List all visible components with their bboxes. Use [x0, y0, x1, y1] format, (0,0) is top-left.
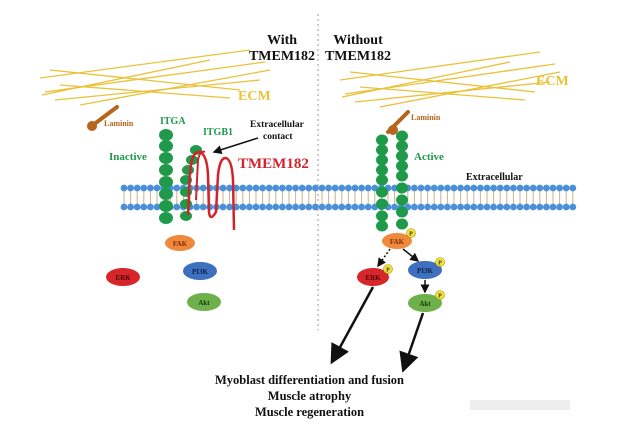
phospho-badge-akt: P — [435, 290, 445, 300]
inactive-label: Inactive — [109, 151, 147, 163]
svg-text:FAK: FAK — [173, 240, 188, 248]
fak-node-left: FAK — [165, 235, 195, 251]
svg-text:ERK: ERK — [115, 274, 131, 282]
itga-left — [159, 129, 173, 224]
svg-text:P: P — [409, 232, 413, 238]
itgb1-label: ITGB1 — [203, 127, 233, 138]
tmem182-label: TMEM182 — [238, 156, 309, 172]
outcome-line-1: Myoblast differentiation and fusion — [214, 373, 405, 387]
extracellular-contact-label-line2: contact — [263, 132, 293, 142]
ecm-label-right: ECM — [536, 74, 569, 89]
itga-right — [376, 134, 388, 232]
akt-node-left: Akt — [187, 293, 221, 311]
laminin-right — [386, 110, 410, 135]
laminin-label-left: Laminin — [104, 119, 134, 128]
erk-to-outcome-arrow — [330, 286, 375, 365]
svg-text:FAK: FAK — [390, 238, 405, 246]
erk-node-right: ERK — [357, 268, 389, 286]
pi3k-node-right: PI3K — [408, 261, 442, 279]
svg-text:PI3K: PI3K — [417, 267, 434, 275]
contact-arrow — [212, 137, 259, 155]
extracellular-contact-label-line1: Extracellular — [250, 120, 305, 130]
left-header-line2: TMEM182 — [249, 49, 315, 64]
tmem182-extra-loop — [195, 150, 206, 201]
svg-text:Akt: Akt — [419, 300, 431, 308]
svg-text:P: P — [438, 294, 442, 300]
fak-node-right: FAK — [382, 233, 412, 249]
svg-text:PI3K: PI3K — [192, 268, 209, 276]
outcome-line-2: Muscle atrophy — [267, 389, 352, 403]
ecm-fibers-left — [39, 49, 271, 106]
laminin-label-right: Laminin — [411, 113, 441, 122]
outcome-line-3: Muscle regeneration — [254, 405, 365, 419]
ecm-label-left: ECM — [238, 89, 271, 104]
extracellular-label: Extracellular — [466, 172, 523, 183]
phospho-badge-pi3k: P — [435, 257, 445, 267]
left-header-line1: With — [267, 33, 297, 48]
active-label: Active — [414, 151, 444, 163]
svg-text:P: P — [386, 268, 390, 274]
watermark-bar — [470, 400, 570, 410]
phospho-badge-erk: P — [383, 264, 393, 274]
svg-text:ERK: ERK — [365, 274, 381, 282]
fak-to-erk-arrow — [377, 248, 391, 268]
ecm-fibers-right — [339, 51, 561, 108]
pi3k-node-left: PI3K — [183, 262, 217, 280]
itga-label: ITGA — [160, 116, 186, 127]
right-header-line2: TMEM182 — [325, 49, 391, 64]
akt-to-outcome-arrow — [399, 312, 425, 373]
fak-to-pi3k-arrow — [402, 248, 420, 262]
right-header-line1: Without — [333, 33, 383, 48]
erk-node-left: ERK — [106, 268, 140, 286]
itgb1-right — [396, 130, 408, 230]
svg-text:Akt: Akt — [198, 299, 210, 307]
laminin-left — [87, 105, 119, 131]
phospho-badge-fak: P — [406, 228, 416, 238]
tmem182-protein — [186, 150, 236, 231]
svg-text:P: P — [438, 261, 442, 267]
akt-node-right: Akt — [408, 294, 442, 312]
